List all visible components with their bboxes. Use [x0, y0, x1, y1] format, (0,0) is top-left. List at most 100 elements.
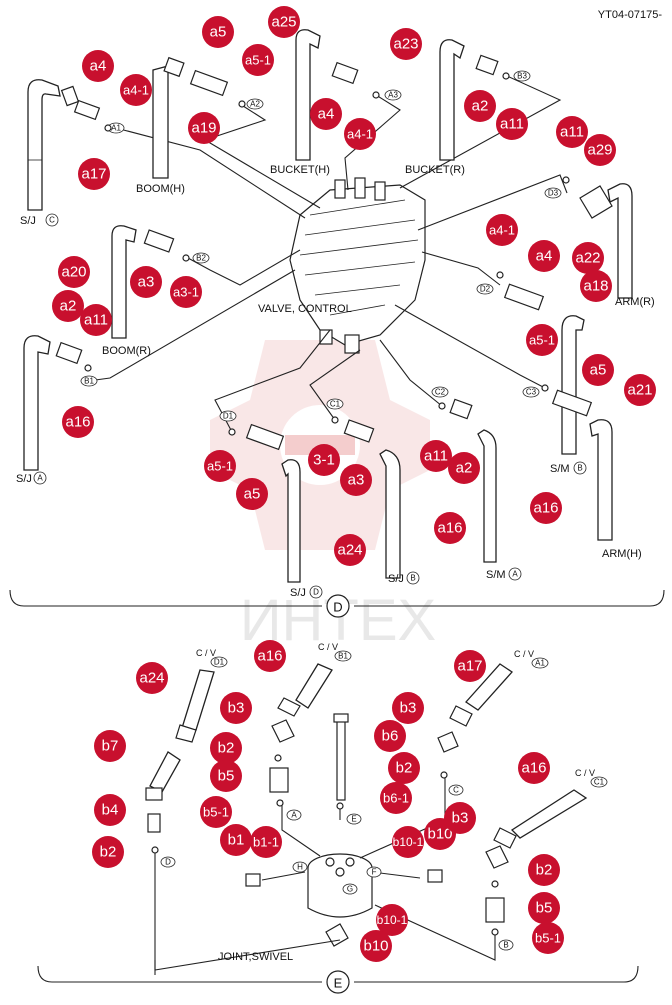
label-b5-1-b: b5-1	[535, 931, 561, 946]
port-b1: B1	[84, 377, 94, 386]
lower-port-tags: C A D B E F G H	[160, 784, 514, 951]
valve-control-caption: VALVE, CONTROL	[258, 303, 352, 315]
hoses	[23, 29, 633, 583]
label-a16-e: a16	[521, 760, 546, 777]
port-tags: A1 A2 A3 B3 B2 B1 D3 D2 C3 D1 C1 C2	[80, 70, 562, 422]
label-a20: a20	[61, 264, 86, 281]
label-a16-b: a16	[437, 520, 462, 537]
label-a5: a5	[210, 24, 227, 41]
label-b3: b3	[228, 700, 245, 717]
cv-captions: C / V D1 C / V B1 C / V A1 C / V C1	[196, 642, 608, 788]
cv-b1-mark: B1	[338, 652, 348, 661]
label-a25: a25	[271, 14, 296, 31]
label-b2-c: b2	[396, 760, 413, 777]
label-a4-b: a4	[318, 106, 335, 123]
label-b7: b7	[102, 738, 119, 755]
control-valve	[289, 177, 426, 354]
label-a21: a21	[627, 382, 652, 399]
label-b2-b: b2	[100, 844, 117, 861]
cv-d1-mark: D1	[214, 658, 225, 667]
label-a3: a3	[138, 274, 155, 291]
section-d-bracket: D	[9, 589, 665, 618]
label-a3-b: a3	[348, 472, 365, 489]
sj-b-mark: B	[410, 574, 415, 583]
label-a23: a23	[393, 36, 418, 53]
label-b3-b: b3	[400, 700, 417, 717]
port-b: B	[503, 941, 508, 950]
boom-h-caption: BOOM(H)	[136, 183, 185, 195]
sm-a-mark: A	[512, 570, 518, 579]
port-d2: D2	[480, 285, 491, 294]
port-d: D	[165, 858, 171, 867]
cv-b1-caption: C / V	[318, 642, 338, 652]
port-e: E	[351, 815, 356, 824]
port-a3: A3	[388, 91, 398, 100]
label-a3-1: a3-1	[173, 285, 199, 300]
label-b10-b: b10	[363, 938, 388, 955]
label-b5-1: b5-1	[203, 805, 229, 820]
sm-b-mark: B	[577, 464, 582, 473]
joint-swivel-caption: JOINT,SWIVEL	[218, 951, 293, 963]
port-b2: B2	[196, 254, 206, 263]
port-g: G	[347, 885, 353, 894]
label-b1: b1	[228, 832, 245, 849]
label-a5-1-c: a5-1	[207, 459, 233, 474]
label-b4: b4	[102, 802, 119, 819]
sj-c-mark: C	[49, 216, 55, 225]
label-a2-b: a2	[60, 298, 77, 315]
port-c2: C2	[435, 388, 446, 397]
label-a11: a11	[500, 116, 524, 133]
label-a4-1: a4-1	[123, 83, 149, 98]
label-b1-1: b1-1	[253, 835, 279, 850]
label-b10-1-b: b10-1	[377, 913, 408, 927]
upper-captions: BOOM(H) BUCKET(H) BUCKET(R) BOOM(R) ARM(…	[16, 164, 655, 599]
label-a11-d: a11	[424, 448, 448, 465]
label-b10: b10	[427, 826, 452, 843]
label-b5-b: b5	[536, 900, 553, 917]
port-b3: B3	[517, 72, 527, 81]
label-a17: a17	[81, 166, 106, 183]
label-a22: a22	[575, 250, 600, 267]
port-a1: A1	[111, 124, 121, 133]
cv-c1-caption: C / V	[575, 768, 595, 778]
part-labels: a4 a4-1 a17 a5 a5-1 a19 a25 a4 a4-1 a23 …	[52, 6, 656, 962]
label-a4: a4	[90, 58, 107, 75]
bucket-h-caption: BUCKET(H)	[270, 164, 330, 176]
section-d: VALVE, CONTROL A1 A2 A3 B3 B2 B1 D3 D2 C…	[9, 29, 665, 618]
label-b2: b2	[218, 740, 235, 757]
boom-r-caption: BOOM(R)	[102, 345, 151, 357]
cv-a1-caption: C / V	[514, 649, 534, 659]
cv-hoses	[145, 663, 588, 936]
port-d1: D1	[223, 412, 234, 421]
sj-a-caption: S/J	[16, 473, 32, 485]
sm-a-caption: S/M	[486, 569, 506, 581]
label-a5-c: a5	[244, 486, 261, 503]
label-a2: a2	[472, 98, 489, 115]
swivel-joint	[245, 713, 443, 947]
section-d-mark: D	[333, 600, 342, 615]
port-h: H	[297, 863, 303, 872]
label-a24-b: a24	[139, 670, 164, 687]
label-a19: a19	[191, 120, 216, 137]
label-b3-c: b3	[452, 810, 469, 827]
label-a11-c: a11	[84, 312, 108, 329]
label-a17-b: a17	[457, 658, 482, 675]
section-e-bracket: E	[37, 965, 639, 994]
sm-b-caption: S/M	[550, 463, 570, 475]
label-b2-d: b2	[536, 862, 553, 879]
bucket-r-caption: BUCKET(R)	[405, 164, 465, 176]
sj-a-mark: A	[37, 474, 43, 483]
label-a24: a24	[337, 542, 362, 559]
label-b10-1: b10-1	[393, 835, 424, 849]
label-a5-1-b: a5-1	[529, 333, 555, 348]
arm-h-caption: ARM(H)	[602, 548, 642, 560]
sj-c-caption: S/J	[20, 215, 36, 227]
port-f: F	[372, 868, 377, 877]
label-a16: a16	[65, 414, 90, 431]
label-a18: a18	[583, 278, 608, 295]
port-c: C	[453, 786, 459, 795]
label-b6: b6	[382, 728, 399, 745]
label-b6-1: b6-1	[383, 791, 409, 806]
label-a4-c: a4	[536, 248, 553, 265]
